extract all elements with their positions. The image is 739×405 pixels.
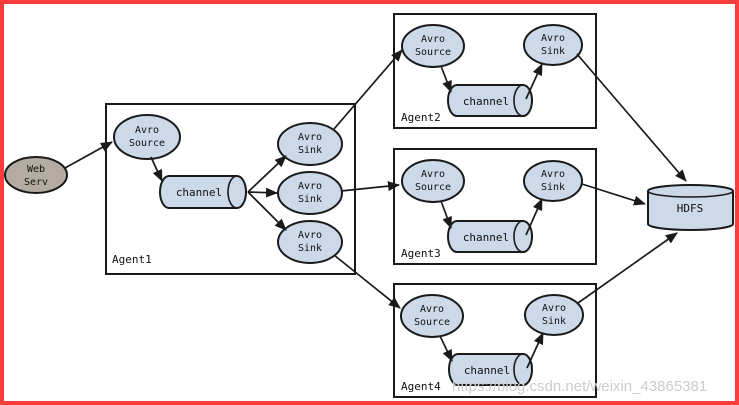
agent1-avro-sink1-node (277, 122, 343, 166)
arrow-agent1-source-to-channel (150, 156, 163, 182)
agent3-avro-sink-label-line2: Sink (541, 182, 565, 193)
agent1-avro-source-label-line1: Avro (135, 125, 159, 136)
agent1-avro-sink3-node (277, 220, 343, 264)
arrow-webserv-to-agent1-source (64, 141, 113, 169)
agent1-avro-source-node (113, 114, 181, 160)
arrow-agent3-source-to-channel (440, 200, 452, 229)
web-server-label-line2: Serv (24, 177, 48, 188)
arrow-agent4-source-to-channel (439, 335, 453, 362)
agent2-label: Agent2 (401, 111, 441, 124)
arrow-agent4-channel-to-sink (526, 332, 544, 369)
agent4-avro-sink-label-line1: Avro (542, 303, 566, 314)
hdfs-cylinder-rim (647, 184, 734, 198)
agent4-avro-source-label-line1: Avro (420, 304, 444, 315)
agent1-label: Agent1 (112, 253, 152, 266)
agent3-avro-sink-node (523, 160, 583, 202)
arrow-agent3-sink-to-hdfs (581, 183, 646, 206)
agent4-avro-sink-label-line2: Sink (542, 316, 566, 327)
agent1-avro-sink2-label-line2: Sink (298, 194, 322, 205)
arrow-agent2-channel-to-sink (525, 63, 543, 100)
agent4-label: Agent4 (401, 380, 441, 393)
agent3-avro-sink-label-line1: Avro (541, 169, 565, 180)
agent2-channel-rim (513, 84, 533, 117)
arrow-sink2-to-agent3-source (340, 181, 400, 192)
agent3-label: Agent3 (401, 247, 441, 260)
arrow-agent2-source-to-channel (440, 65, 452, 93)
agent2-avro-source-label-line1: Avro (421, 34, 445, 45)
agent1-avro-sink2-label-line1: Avro (298, 181, 322, 192)
agent1-avro-source-label-line2: Source (129, 138, 165, 149)
agent1-channel-rim (227, 175, 247, 209)
agent4-avro-sink-node (524, 294, 584, 336)
agent4-channel-label: channel (464, 364, 510, 377)
agent2-avro-sink-label-line1: Avro (541, 33, 565, 44)
agent4-channel-rim (513, 353, 533, 386)
arrow-agent1-channel-to-sink1 (247, 155, 287, 193)
agent2-avro-sink-node (523, 24, 583, 66)
agent2-avro-source-node (401, 24, 465, 68)
agent1-avro-sink2-node (277, 171, 343, 215)
arrow-agent1-channel-to-sink2 (247, 187, 278, 198)
agent3-avro-source-label-line1: Avro (421, 169, 445, 180)
agent4-avro-source-node (400, 294, 464, 338)
agent1-avro-sink1-label-line2: Sink (298, 145, 322, 156)
agent1-avro-sink1-label-line1: Avro (298, 132, 322, 143)
agent1-avro-sink3-label-line2: Sink (298, 243, 322, 254)
arrow-agent2-sink-to-hdfs (576, 53, 687, 182)
web-server-label-line1: Web (27, 164, 45, 175)
agent3-channel-label: channel (463, 231, 509, 244)
arrow-sink1-to-agent2-source (333, 49, 403, 130)
agent3-avro-source-node (401, 159, 465, 203)
agent2-avro-sink-label-line2: Sink (541, 46, 565, 57)
agent3-avro-source-label-line2: Source (415, 182, 451, 193)
agent1-avro-sink3-label-line1: Avro (298, 230, 322, 241)
hdfs-label: HDFS (677, 202, 704, 215)
web-server-node (4, 156, 68, 194)
agent3-channel-rim (513, 220, 533, 253)
agent1-channel-label: channel (176, 186, 222, 199)
arrow-sink3-to-agent4-source (333, 254, 401, 309)
arrow-agent1-channel-to-sink3 (247, 191, 287, 231)
agent2-avro-source-label-line2: Source (415, 47, 451, 58)
agent2-channel-label: channel (463, 95, 509, 108)
watermark: https://blog.csdn.net/weixin_43865381 (452, 378, 707, 395)
arrow-agent3-channel-to-sink (525, 198, 543, 236)
arrow-agent4-sink-to-hdfs (577, 232, 678, 304)
agent4-avro-source-label-line2: Source (414, 317, 450, 328)
